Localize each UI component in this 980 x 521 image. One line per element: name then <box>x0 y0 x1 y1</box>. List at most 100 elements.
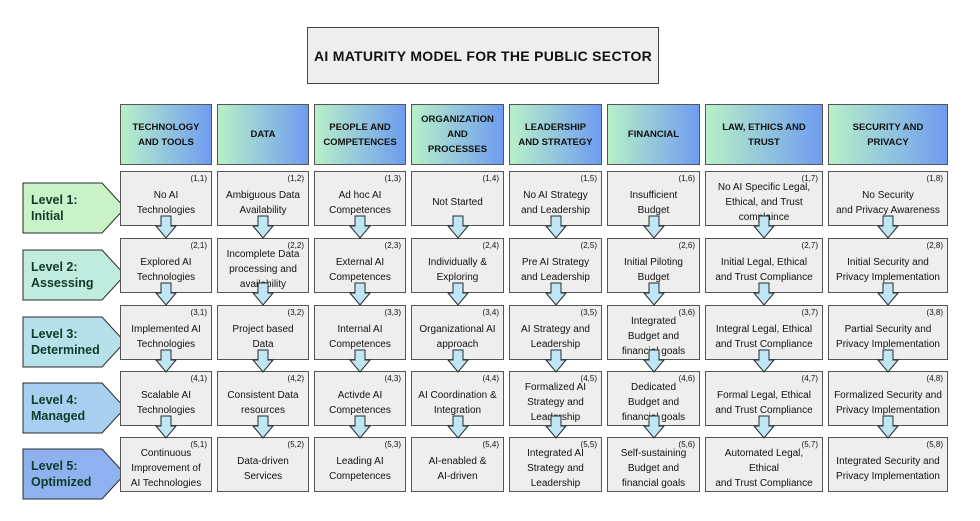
maturity-cell: (5,4) AI-enabled & AI-driven <box>411 437 504 492</box>
cell-coordinate: (5,4) <box>482 440 499 449</box>
cell-text: Formalized Security and Privacy Implemen… <box>834 389 942 416</box>
maturity-cell: (3,6)Integrated Budget and financial goa… <box>607 305 700 360</box>
cell-text: AI Coordination & Integration <box>418 389 497 416</box>
maturity-cell: (5,6)Self-sustaining Budget and financia… <box>607 437 700 492</box>
cell-text: Internal AI Competences <box>329 323 391 350</box>
down-arrow-icon <box>155 415 177 439</box>
cell-coordinate: (4,3) <box>384 374 401 383</box>
cell-coordinate: (2,2) <box>287 241 304 250</box>
column-header: PEOPLE AND COMPETENCES <box>314 104 406 165</box>
column-header: LEADERSHIP AND STRATEGY <box>509 104 602 165</box>
maturity-cell: (1,4) Not Started <box>411 171 504 226</box>
cell-coordinate: (3,8) <box>926 308 943 317</box>
column-header: LAW, ETHICS AND TRUST <box>705 104 823 165</box>
cell-text: No AI Strategy and Leadership <box>521 189 590 216</box>
cell-coordinate: (1,4) <box>482 174 499 183</box>
maturity-cell: (5,7)Automated Legal, Ethical and Trust … <box>705 437 823 492</box>
down-arrow-icon <box>252 282 274 306</box>
maturity-cell: (2,3)External AI Competences <box>314 238 406 293</box>
maturity-cell: (5,1)Continuous Improvement of AI Techno… <box>120 437 212 492</box>
down-arrow-icon <box>252 349 274 373</box>
down-arrow-icon <box>155 349 177 373</box>
cell-coordinate: (3,7) <box>801 308 818 317</box>
cell-text: Leading AI Competences <box>329 455 391 482</box>
cell-coordinate: (4,5) <box>580 374 597 383</box>
cell-coordinate: (5,8) <box>926 440 943 449</box>
cell-coordinate: (3,5) <box>580 308 597 317</box>
maturity-cell: (5,2) Data-driven Services <box>217 437 309 492</box>
cell-text: Scalable AI Technologies <box>136 389 196 416</box>
down-arrow-icon <box>877 282 899 306</box>
level-label-text: Level 5: Optimized <box>31 459 92 489</box>
level-label-text: Level 4: Managed <box>31 393 86 423</box>
cell-text: AI Strategy and Leadership <box>521 323 590 350</box>
cell-coordinate: (2,4) <box>482 241 499 250</box>
cell-text: Explored AI Technologies <box>136 256 196 283</box>
cell-coordinate: (5,2) <box>287 440 304 449</box>
column-header: DATA <box>217 104 309 165</box>
cell-coordinate: (2,5) <box>580 241 597 250</box>
cell-text: Self-sustaining Budget and financial goa… <box>620 448 687 489</box>
down-arrow-icon <box>252 415 274 439</box>
level-label: Level 4: Managed <box>22 382 126 434</box>
down-arrow-icon <box>642 349 665 373</box>
cell-text: Implemented AI Technologies <box>131 323 201 350</box>
cell-coordinate: (5,1) <box>190 440 207 449</box>
maturity-cell: (5,3)Leading AI Competences <box>314 437 406 492</box>
cell-coordinate: (1,2) <box>287 174 304 183</box>
column-header: TECHNOLOGY AND TOOLS <box>120 104 212 165</box>
down-arrow-icon <box>446 215 469 239</box>
down-arrow-icon <box>753 215 775 239</box>
down-arrow-icon <box>446 282 469 306</box>
cell-text: Integral Legal, Ethical and Trust Compli… <box>715 323 813 350</box>
level-arrow-shape <box>22 249 126 301</box>
cell-coordinate: (1,5) <box>580 174 597 183</box>
down-arrow-icon <box>877 215 899 239</box>
down-arrow-icon <box>349 215 371 239</box>
page-title: AI MATURITY MODEL FOR THE PUBLIC SECTOR <box>307 27 659 84</box>
column-header: SECURITY AND PRIVACY <box>828 104 948 165</box>
maturity-cell: (5,8)Integrated Security and Privacy Imp… <box>828 437 948 492</box>
level-label: Level 3: Determined <box>22 316 126 368</box>
cell-coordinate: (4,8) <box>926 374 943 383</box>
cell-coordinate: (4,6) <box>678 374 695 383</box>
cell-text: Not Started <box>432 197 483 208</box>
cell-text: Initial Legal, Ethical and Trust Complia… <box>715 256 813 283</box>
maturity-cell: (3,3)Internal AI Competences <box>314 305 406 360</box>
cell-coordinate: (5,6) <box>678 440 695 449</box>
cell-coordinate: (1,8) <box>926 174 943 183</box>
cell-coordinate: (1,6) <box>678 174 695 183</box>
column-header: ORGANIZATION AND PROCESSES <box>411 104 504 165</box>
cell-text: Continuous Improvement of AI Technologie… <box>130 448 202 489</box>
cell-coordinate: (4,7) <box>801 374 818 383</box>
cell-text: Integrated Budget and financial goals <box>621 316 686 357</box>
level-arrow-shape <box>22 316 126 368</box>
down-arrow-icon <box>753 415 775 439</box>
down-arrow-icon <box>544 282 567 306</box>
cell-text: Project based Data <box>232 323 294 350</box>
cell-text: Formal Legal, Ethical and Trust Complian… <box>715 389 813 416</box>
cell-text: Pre AI Strategy and Leadership <box>521 256 590 283</box>
cell-coordinate: (3,2) <box>287 308 304 317</box>
cell-text: Initial Piloting Budget <box>624 256 683 283</box>
cell-coordinate: (3,4) <box>482 308 499 317</box>
cell-text: AI-enabled & AI-driven <box>428 455 487 482</box>
cell-coordinate: (2,1) <box>190 241 207 250</box>
down-arrow-icon <box>349 415 371 439</box>
cell-text: Insufficient Budget <box>629 189 678 216</box>
maturity-cell: (4,1)Scalable AI Technologies <box>120 371 212 426</box>
cell-text: Activde AI Competences <box>329 389 391 416</box>
cell-coordinate: (2,7) <box>801 241 818 250</box>
cell-text: Data-driven Services <box>237 455 289 482</box>
cell-coordinate: (2,3) <box>384 241 401 250</box>
cell-coordinate: (2,8) <box>926 241 943 250</box>
cell-coordinate: (1,7) <box>801 174 818 183</box>
cell-coordinate: (5,7) <box>801 440 818 449</box>
down-arrow-icon <box>446 415 469 439</box>
cell-text: No Security and Privacy Awareness <box>836 189 940 216</box>
cell-coordinate: (1,3) <box>384 174 401 183</box>
maturity-cell: (3,1)Implemented AI Technologies <box>120 305 212 360</box>
level-label: Level 1: Initial <box>22 182 126 234</box>
cell-coordinate: (5,5) <box>580 440 597 449</box>
cell-coordinate: (2,6) <box>678 241 695 250</box>
